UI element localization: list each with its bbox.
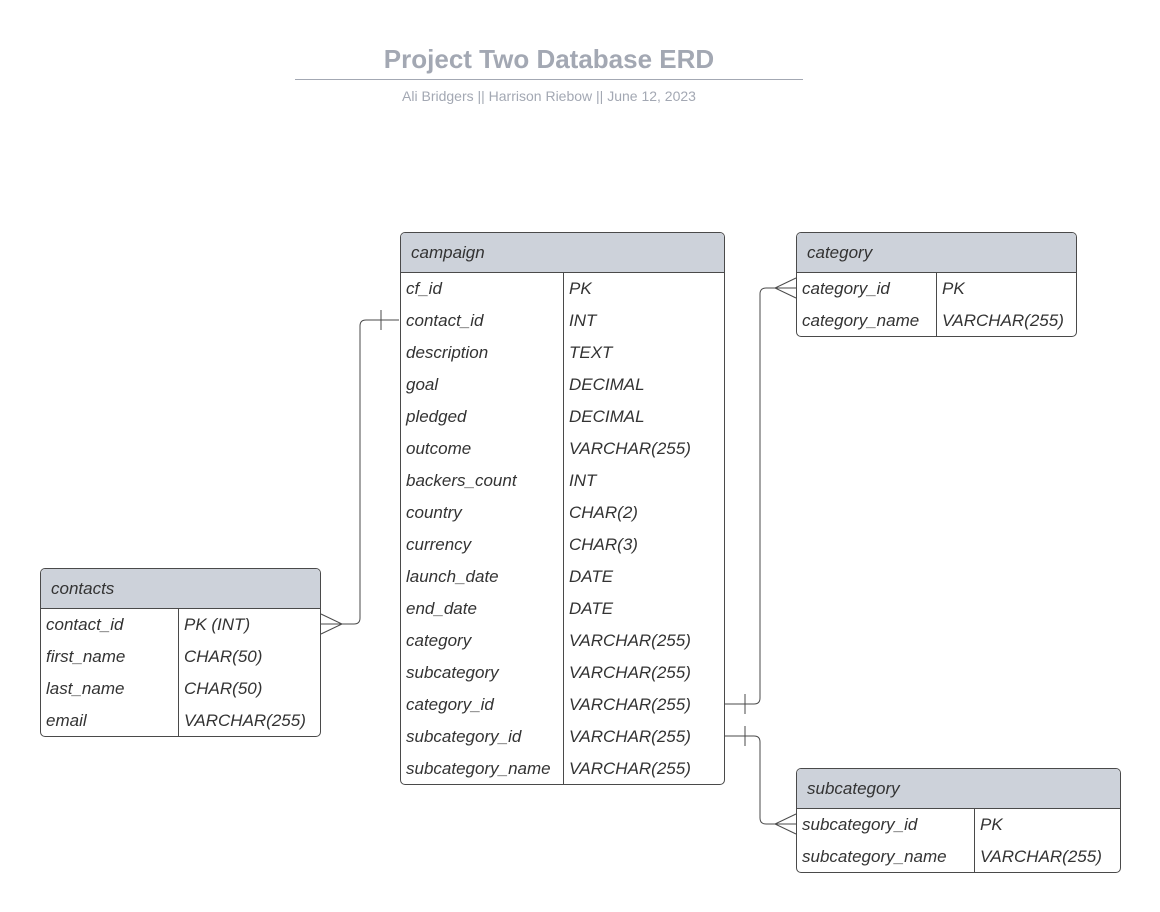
field-type: VARCHAR(255) [569,695,691,714]
entity-header-category[interactable]: category [797,233,1076,273]
field-type: PK [980,815,1003,834]
table-row[interactable]: email VARCHAR(255) [41,705,320,736]
entity-category[interactable]: category category_id PK category_name VARC… [796,232,1077,337]
table-row[interactable]: category_id VARCHAR(255) [401,689,724,721]
entity-rows-category: category_id PK category_name VARCHAR(255) [797,273,1076,336]
table-row[interactable]: end_date DATE [401,593,724,625]
field-name: first_name [46,647,126,666]
field-type: VARCHAR(255) [569,759,691,778]
field-name: cf_id [406,279,442,298]
table-row[interactable]: subcategory_name VARCHAR(255) [401,753,724,784]
column-divider [936,273,937,336]
table-row[interactable]: description TEXT [401,337,724,369]
field-name: subcategory [406,663,499,682]
field-type: VARCHAR(255) [980,847,1102,866]
field-type: PK [569,279,592,298]
table-row[interactable]: first_name CHAR(50) [41,641,320,673]
field-type: PK (INT) [184,615,251,634]
field-type: INT [569,471,597,490]
table-row[interactable]: outcome VARCHAR(255) [401,433,724,465]
field-type: VARCHAR(255) [569,439,691,458]
table-row[interactable]: launch_date DATE [401,561,724,593]
entity-header-subcategory[interactable]: subcategory [797,769,1120,809]
field-type: VARCHAR(255) [569,663,691,682]
crowsfoot-category-icon [773,277,797,299]
table-row[interactable]: category_name VARCHAR(255) [797,305,1076,336]
table-row[interactable]: subcategory VARCHAR(255) [401,657,724,689]
column-divider [178,609,179,736]
field-name: description [406,343,489,362]
field-name: country [406,503,462,522]
table-row[interactable]: backers_count INT [401,465,724,497]
field-name: currency [406,535,472,554]
field-name: end_date [406,599,477,618]
field-type: DATE [569,599,614,618]
field-name: launch_date [406,567,499,586]
connector-contacts-campaign [321,319,399,625]
connector-campaign-subcategory [725,735,796,825]
field-name: category [406,631,472,650]
table-row[interactable]: category_id PK [797,273,1076,305]
field-type: CHAR(50) [184,647,263,666]
field-name: subcategory_id [802,815,918,834]
field-name: email [46,711,87,730]
entity-header-contacts[interactable]: contacts [41,569,320,609]
table-row[interactable]: contact_id PK (INT) [41,609,320,641]
field-type: DECIMAL [569,375,645,394]
field-name: backers_count [406,471,517,490]
entity-header-campaign[interactable]: campaign [401,233,724,273]
field-name: contact_id [406,311,484,330]
crowsfoot-subcategory-icon [773,813,797,835]
field-type: CHAR(50) [184,679,263,698]
field-type: CHAR(3) [569,535,638,554]
column-divider [974,809,975,872]
field-type: CHAR(2) [569,503,638,522]
table-row[interactable]: country CHAR(2) [401,497,724,529]
title-underline [295,79,803,80]
diagram-title: Project Two Database ERD [383,44,715,74]
field-type: VARCHAR(255) [569,631,691,650]
field-name: outcome [406,439,472,458]
table-row[interactable]: subcategory_name VARCHAR(255) [797,841,1120,872]
field-type: DECIMAL [569,407,645,426]
field-name: goal [406,375,439,394]
table-row[interactable]: subcategory_id VARCHAR(255) [401,721,724,753]
table-row[interactable]: currency CHAR(3) [401,529,724,561]
table-row[interactable]: pledged DECIMAL [401,401,724,433]
field-name: contact_id [46,615,124,634]
field-name: last_name [46,679,125,698]
table-row[interactable]: cf_id PK [401,273,724,305]
table-row[interactable]: category VARCHAR(255) [401,625,724,657]
field-name: category_id [406,695,494,714]
field-name: subcategory_name [406,759,551,778]
table-row[interactable]: goal DECIMAL [401,369,724,401]
connector-campaign-category [725,287,796,705]
field-name: category_name [802,311,920,330]
field-name: pledged [406,407,467,426]
field-name: category_id [802,279,890,298]
field-type: INT [569,311,597,330]
entity-rows-subcategory: subcategory_id PK subcategory_name VARCHAR… [797,809,1120,872]
field-type: VARCHAR(255) [569,727,691,746]
field-type: TEXT [569,343,613,362]
crowsfoot-contacts-icon [320,613,344,635]
field-type: PK [942,279,965,298]
field-type: VARCHAR(255) [184,711,306,730]
table-row[interactable]: last_name CHAR(50) [41,673,320,705]
entity-subcategory[interactable]: subcategory subcategory_id PK subcategory… [796,768,1121,873]
table-row[interactable]: contact_id INT [401,305,724,337]
field-type: VARCHAR(255) [942,311,1064,330]
table-row[interactable]: subcategory_id PK [797,809,1120,841]
field-name: subcategory_id [406,727,522,746]
column-divider [563,273,564,784]
field-type: DATE [569,567,614,586]
field-name: subcategory_name [802,847,947,866]
diagram-subtitle: Ali Bridgers || Harrison Riebow || June … [402,88,696,104]
